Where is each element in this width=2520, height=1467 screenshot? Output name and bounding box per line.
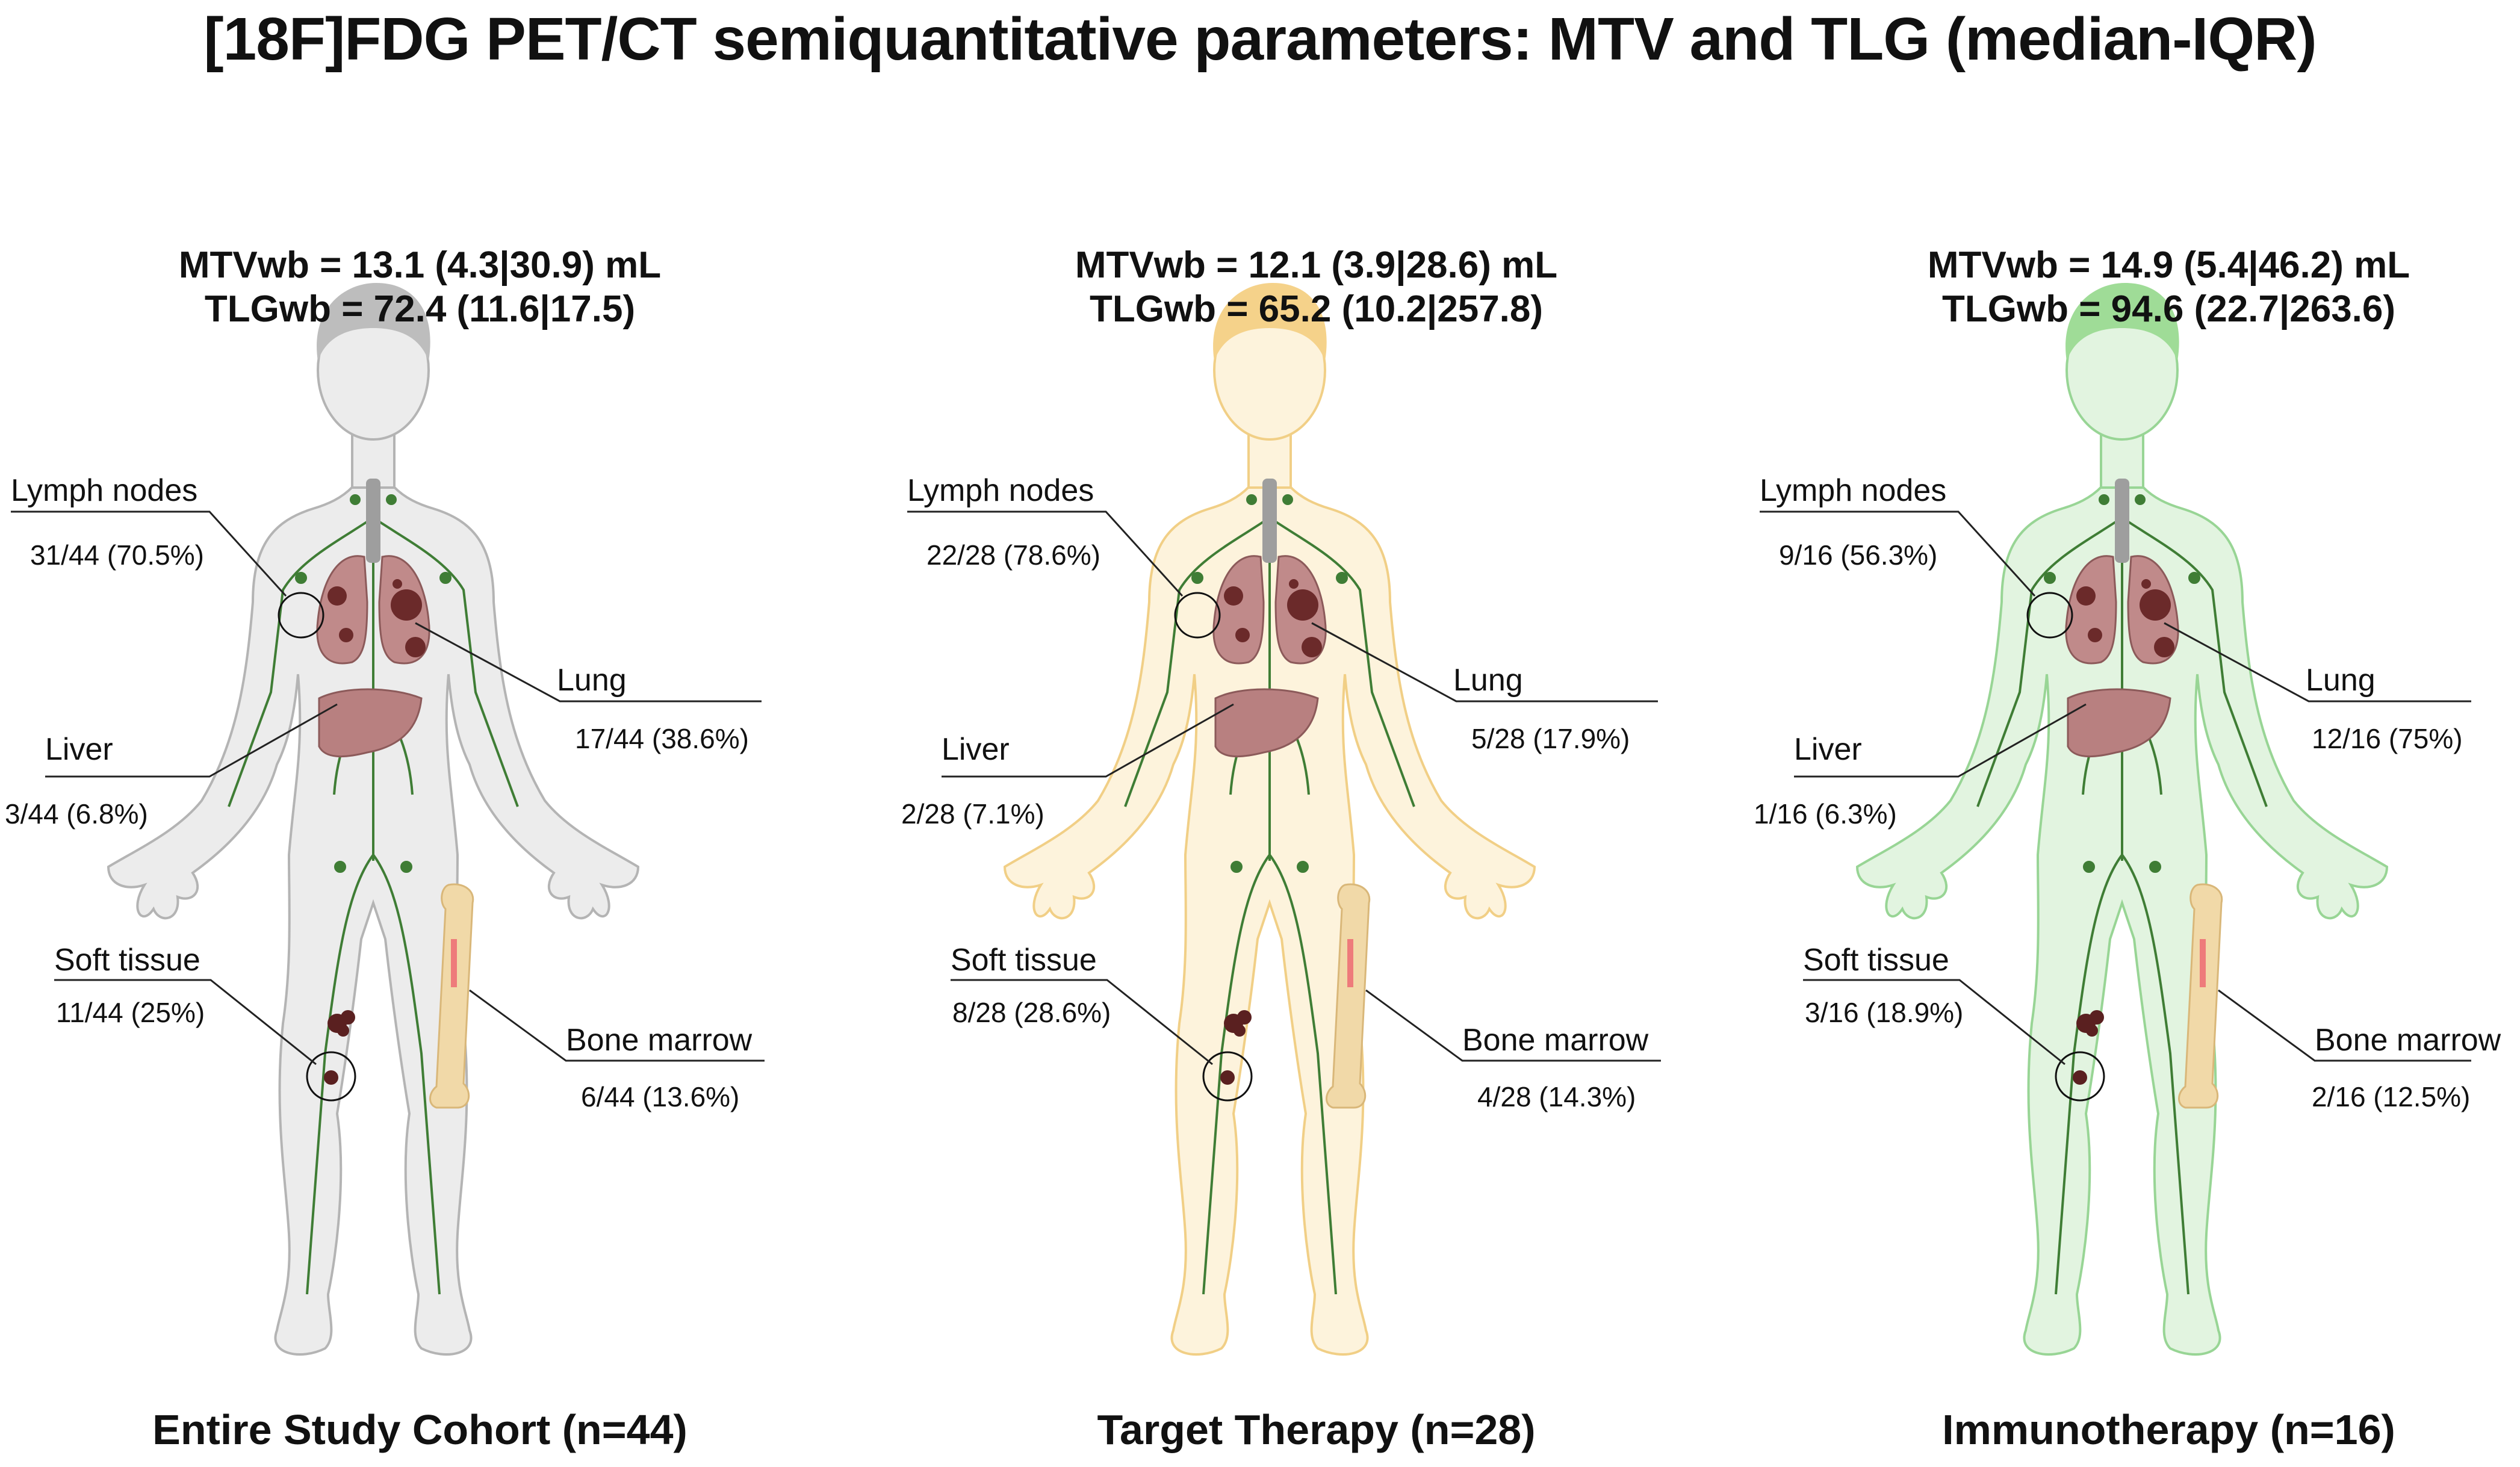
lung-lesions <box>2076 579 2174 657</box>
cohort-label: Immunotherapy (n=16) <box>1942 1406 2395 1453</box>
mtv-value: MTVwb = 12.1 (3.9|28.6) mL <box>1075 244 1558 286</box>
soft-tissue-label: Soft tissue <box>1803 943 1949 978</box>
liver-label: Liver <box>45 732 113 767</box>
lymphatic-network <box>228 482 519 1295</box>
liver <box>1214 688 1319 758</box>
body-diagram <box>1760 283 2471 1356</box>
figure-title: [18F]FDG PET/CT semiquantitative paramet… <box>203 5 2317 73</box>
leader-lines <box>1760 510 2471 1065</box>
hair <box>317 283 430 361</box>
tlg-value: TLGwb = 65.2 (10.2|257.8) <box>1089 288 1544 330</box>
mtv-value: MTVwb = 14.9 (5.4|46.2) mL <box>1927 244 2410 286</box>
femur-bone <box>429 883 474 1109</box>
lung-label: Lung <box>2306 663 2376 698</box>
body-silhouette <box>107 432 640 1356</box>
lymphatic-network <box>1124 482 1415 1295</box>
left-lung <box>2065 555 2117 665</box>
leader-lines <box>11 510 765 1065</box>
body-silhouette <box>1855 432 2389 1356</box>
trachea <box>1262 479 1277 563</box>
soft-tissue-label: Soft tissue <box>54 943 200 978</box>
tlg-value: TLGwb = 94.6 (22.7|263.6) <box>1941 288 2396 330</box>
body-silhouette <box>1003 432 1536 1356</box>
hair <box>2065 283 2179 361</box>
femur-bone <box>2178 883 2223 1109</box>
panel-immunotherapy: MTVwb = 14.9 (5.4|46.2) mL TLGwb = 94.6 … <box>1749 0 2520 1467</box>
bone-marrow-label: Bone marrow <box>2315 1023 2501 1058</box>
human-body-figure <box>1855 283 2389 1356</box>
liver-count: 3/44 (6.8%) <box>5 798 148 830</box>
lung-label: Lung <box>557 663 627 698</box>
lung-lesions <box>1224 579 1322 657</box>
body-diagram <box>11 283 765 1356</box>
lung-label: Lung <box>1453 663 1523 698</box>
lymph-nodes-label: Lymph nodes <box>907 473 1094 508</box>
liver <box>2067 688 2171 758</box>
soft-tissue-count: 8/28 (28.6%) <box>952 997 1111 1028</box>
bone-marrow-count: 4/28 (14.3%) <box>1477 1081 1636 1112</box>
soft-tissue-label: Soft tissue <box>951 943 1097 978</box>
leader-lines <box>907 510 1661 1065</box>
liver <box>318 688 423 758</box>
callout-rings <box>1174 592 1253 1102</box>
panel-target-therapy: MTVwb = 12.1 (3.9|28.6) mL TLGwb = 65.2 … <box>896 0 1736 1467</box>
liver-label: Liver <box>942 732 1010 767</box>
left-lung <box>316 555 368 665</box>
liver-count: 2/28 (7.1%) <box>901 798 1044 830</box>
lymphatic-network <box>1976 482 2268 1295</box>
lymph-nodes-count: 9/16 (56.3%) <box>1779 539 1938 571</box>
human-body-figure <box>107 283 640 1356</box>
callout-rings <box>2026 592 2105 1102</box>
femur-bone <box>1326 883 1371 1109</box>
lymph-nodes-label: Lymph nodes <box>11 473 198 508</box>
lymph-nodes-label: Lymph nodes <box>1760 473 1947 508</box>
body-diagram <box>907 283 1661 1356</box>
liver-count: 1/16 (6.3%) <box>1754 798 1897 830</box>
lymph-nodes-count: 31/44 (70.5%) <box>30 539 204 571</box>
bone-marrow-count: 6/44 (13.6%) <box>581 1081 740 1112</box>
lung-count: 17/44 (38.6%) <box>575 723 749 754</box>
panel-entire-cohort: MTVwb = 13.1 (4.3|30.9) mL TLGwb = 72.4 … <box>0 0 840 1467</box>
lung-count: 12/16 (75%) <box>2312 723 2463 754</box>
soft-tissue-count: 11/44 (25%) <box>56 997 205 1028</box>
cohort-label: Entire Study Cohort (n=44) <box>152 1406 687 1453</box>
lung-count: 5/28 (17.9%) <box>1471 723 1630 754</box>
soft-tissue-lesions <box>2073 1010 2104 1085</box>
soft-tissue-count: 3/16 (18.9%) <box>1805 997 1964 1028</box>
trachea <box>366 479 380 563</box>
lung-lesions <box>327 579 426 657</box>
mtv-value: MTVwb = 13.1 (4.3|30.9) mL <box>178 244 662 286</box>
bone-marrow-label: Bone marrow <box>1462 1023 1649 1058</box>
cohort-label: Target Therapy (n=28) <box>1097 1406 1536 1453</box>
hair <box>1213 283 1327 361</box>
bone-marrow-label: Bone marrow <box>566 1023 753 1058</box>
soft-tissue-lesions <box>1220 1010 1252 1085</box>
callout-rings <box>278 592 356 1102</box>
soft-tissue-lesions <box>324 1010 355 1085</box>
trachea <box>2115 479 2129 563</box>
tlg-value: TLGwb = 72.4 (11.6|17.5) <box>204 288 636 330</box>
lymph-nodes-count: 22/28 (78.6%) <box>926 539 1100 571</box>
liver-label: Liver <box>1794 732 1862 767</box>
left-lung <box>1212 555 1265 665</box>
bone-marrow-count: 2/16 (12.5%) <box>2312 1081 2471 1112</box>
human-body-figure <box>1003 283 1536 1356</box>
